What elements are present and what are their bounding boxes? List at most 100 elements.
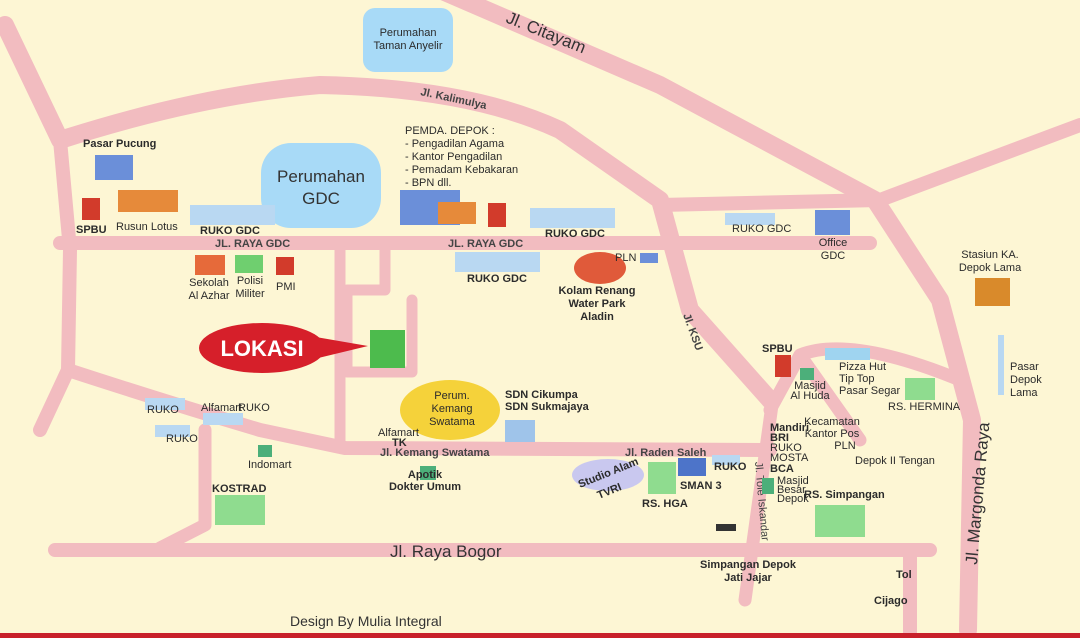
shophouse-icon <box>530 208 615 228</box>
label: Pasar Segar <box>839 385 900 397</box>
label: Depok II Tengan <box>855 455 935 467</box>
label: RS. HGA <box>642 498 688 510</box>
label: RUKO GDC <box>467 273 527 285</box>
shophouse-icon <box>155 425 190 437</box>
police-icon <box>235 255 263 273</box>
label: TK <box>392 437 407 449</box>
label: Dokter Umum <box>389 481 461 493</box>
buildings <box>82 155 1010 537</box>
location-building-icon <box>370 330 405 368</box>
label: SDN Sukmajaya <box>505 401 590 413</box>
label: Apotik <box>408 469 443 481</box>
road-label-raya-gdc: JL. RAYA GDC <box>215 238 290 250</box>
label: RUKO <box>770 442 802 454</box>
label: Perumahan <box>380 27 437 39</box>
label: Kemang <box>432 403 473 415</box>
label: Depok Lama <box>959 262 1022 274</box>
label: RUKO <box>147 404 179 416</box>
hospital-icon <box>815 505 865 537</box>
shophouse-icon <box>725 213 775 225</box>
label: SPBU <box>762 343 793 355</box>
housing-icon <box>400 380 500 440</box>
label: - Pengadilan Agama <box>405 138 505 150</box>
label: Militer <box>235 288 265 300</box>
shop-icon <box>825 348 870 360</box>
road-label-raya-gdc: JL. RAYA GDC <box>448 238 523 250</box>
label: - Pemadam Kebakaran <box>405 164 518 176</box>
kostrad-icon <box>215 495 265 525</box>
label: Depok <box>1010 374 1042 386</box>
building-icon <box>95 155 133 180</box>
label: Tip Top <box>839 373 874 385</box>
label: Aladin <box>580 311 614 323</box>
label: RUKO GDC <box>545 228 605 240</box>
label: PLN <box>834 440 855 452</box>
label: RUKO GDC <box>200 225 260 237</box>
label: Kolam Renang <box>558 285 635 297</box>
label: Perumahan <box>277 167 365 186</box>
label: Al Azhar <box>189 290 230 302</box>
label: SDN Cikumpa <box>505 389 579 401</box>
place-labels: Pasar Pucung SPBU Rusun Lotus RUKO GDC P… <box>76 125 1042 607</box>
hospital-icon <box>648 462 676 494</box>
label: Perum. <box>434 390 469 402</box>
road-label-kemang-swatama: Jl. Kemang Swatama <box>380 447 490 459</box>
label: BCA <box>770 463 794 475</box>
pln-icon <box>640 253 658 263</box>
label: SMAN 3 <box>680 480 722 492</box>
road-label-raden-saleh: Jl. Raden Saleh <box>625 447 707 459</box>
label: Pasar Pucung <box>83 138 156 150</box>
shophouse-icon <box>190 205 275 225</box>
label: MOSTA <box>770 452 809 464</box>
label: - Kantor Pengadilan <box>405 151 502 163</box>
label: Lama <box>1010 387 1038 399</box>
gas-station-icon <box>82 198 100 220</box>
label: Jati Jajar <box>724 572 772 584</box>
label: Masjid <box>794 380 826 392</box>
label: Office <box>819 237 848 249</box>
label: Simpangan Depok <box>700 559 797 571</box>
residential-areas: Perumahan Taman Anyelir Perumahan GDC <box>261 8 453 228</box>
label: RUKO GDC <box>732 223 791 235</box>
label: RUKO <box>238 402 270 414</box>
label: PLN <box>615 252 636 264</box>
label: Masjid <box>777 475 809 487</box>
label: Kecamatan <box>804 416 860 428</box>
label: Al Huda <box>790 390 830 402</box>
label: Indomart <box>248 459 291 471</box>
label: RS. HERMINA <box>888 401 961 413</box>
shophouse-icon <box>145 398 185 410</box>
hospital-icon <box>905 378 935 400</box>
label: KOSTRAD <box>212 483 266 495</box>
label: Pasar <box>1010 361 1039 373</box>
label: Besar <box>777 484 806 496</box>
credit-text: Design By Mulia Integral <box>290 613 442 629</box>
gdc-area <box>261 143 381 228</box>
market-icon <box>998 335 1004 395</box>
taman-anyelir-area <box>363 8 453 72</box>
store-icon <box>258 445 272 457</box>
label: BRI <box>770 432 789 444</box>
building-icon <box>438 202 476 224</box>
shophouse-icon <box>455 252 540 272</box>
label: Polisi <box>237 275 263 287</box>
label: RUKO <box>714 461 747 473</box>
label: Mandiri <box>770 422 809 434</box>
waterpark-icon <box>574 252 626 284</box>
shophouse-icon <box>712 455 740 465</box>
office-icon <box>815 210 850 235</box>
tvri-studio-area <box>572 459 644 491</box>
label: Water Park <box>568 298 626 310</box>
lokasi-marker: LOKASI <box>199 323 368 373</box>
label: GDC <box>821 250 846 262</box>
label: Kantor Pos <box>805 428 860 440</box>
label: Rusun Lotus <box>116 221 178 233</box>
pmi-icon <box>276 257 294 275</box>
label: Alfamart <box>201 402 242 414</box>
mosque-icon <box>800 368 814 380</box>
school-icon <box>505 420 535 442</box>
pharmacy-icon <box>420 466 436 480</box>
fire-station-icon <box>488 203 506 227</box>
label: GDC <box>302 189 340 208</box>
lokasi-label: LOKASI <box>220 336 303 361</box>
